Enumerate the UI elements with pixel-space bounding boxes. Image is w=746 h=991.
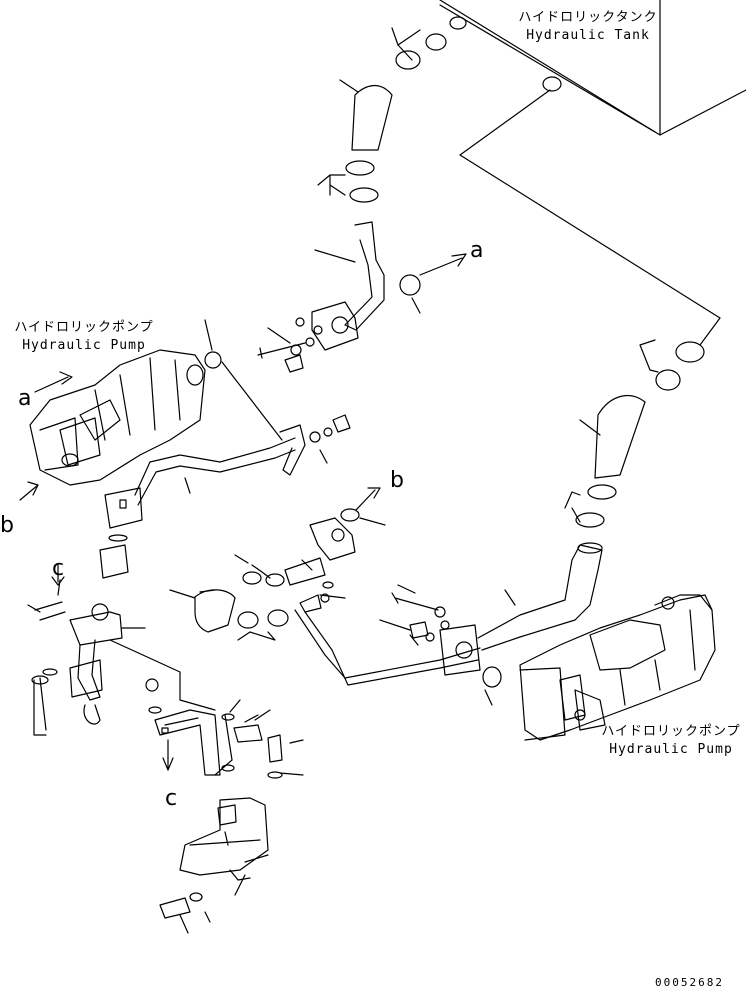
lower-mount [159,797,269,934]
pump-left-label-jp: ハイドロリックポンプ [14,320,154,335]
view-letter-b-ref: b [390,468,404,493]
top-hose-assembly [317,27,447,203]
view-letter-c-left: c [52,556,65,581]
tank-label-jp: ハイドロリックタンク [518,10,658,25]
pump-right-label-en: Hydraulic Pump [609,742,733,757]
pump-right-label-jp: ハイドロリックポンプ [601,724,741,739]
right-upper-hose [459,89,721,528]
view-letter-b-pump: b [0,513,14,538]
middle-fittings [169,487,386,641]
left-fittings [27,534,146,736]
left-pipe [104,361,351,529]
lower-pipe [294,542,603,706]
view-letter-a-pump: a [18,386,32,411]
hydraulic-tank [439,0,746,136]
upper-suction-tube [257,221,467,373]
pump-left-label-en: Hydraulic Pump [22,338,146,353]
bottom-bracket [109,639,304,779]
view-letter-c-bottom: c [165,786,178,811]
tank-label-en: Hydraulic Tank [526,28,650,43]
left-hydraulic-pump [19,319,222,501]
view-letter-a-ref: a [470,238,484,263]
drawing-code: 00052682 [655,976,724,989]
right-hydraulic-pump [519,594,716,741]
